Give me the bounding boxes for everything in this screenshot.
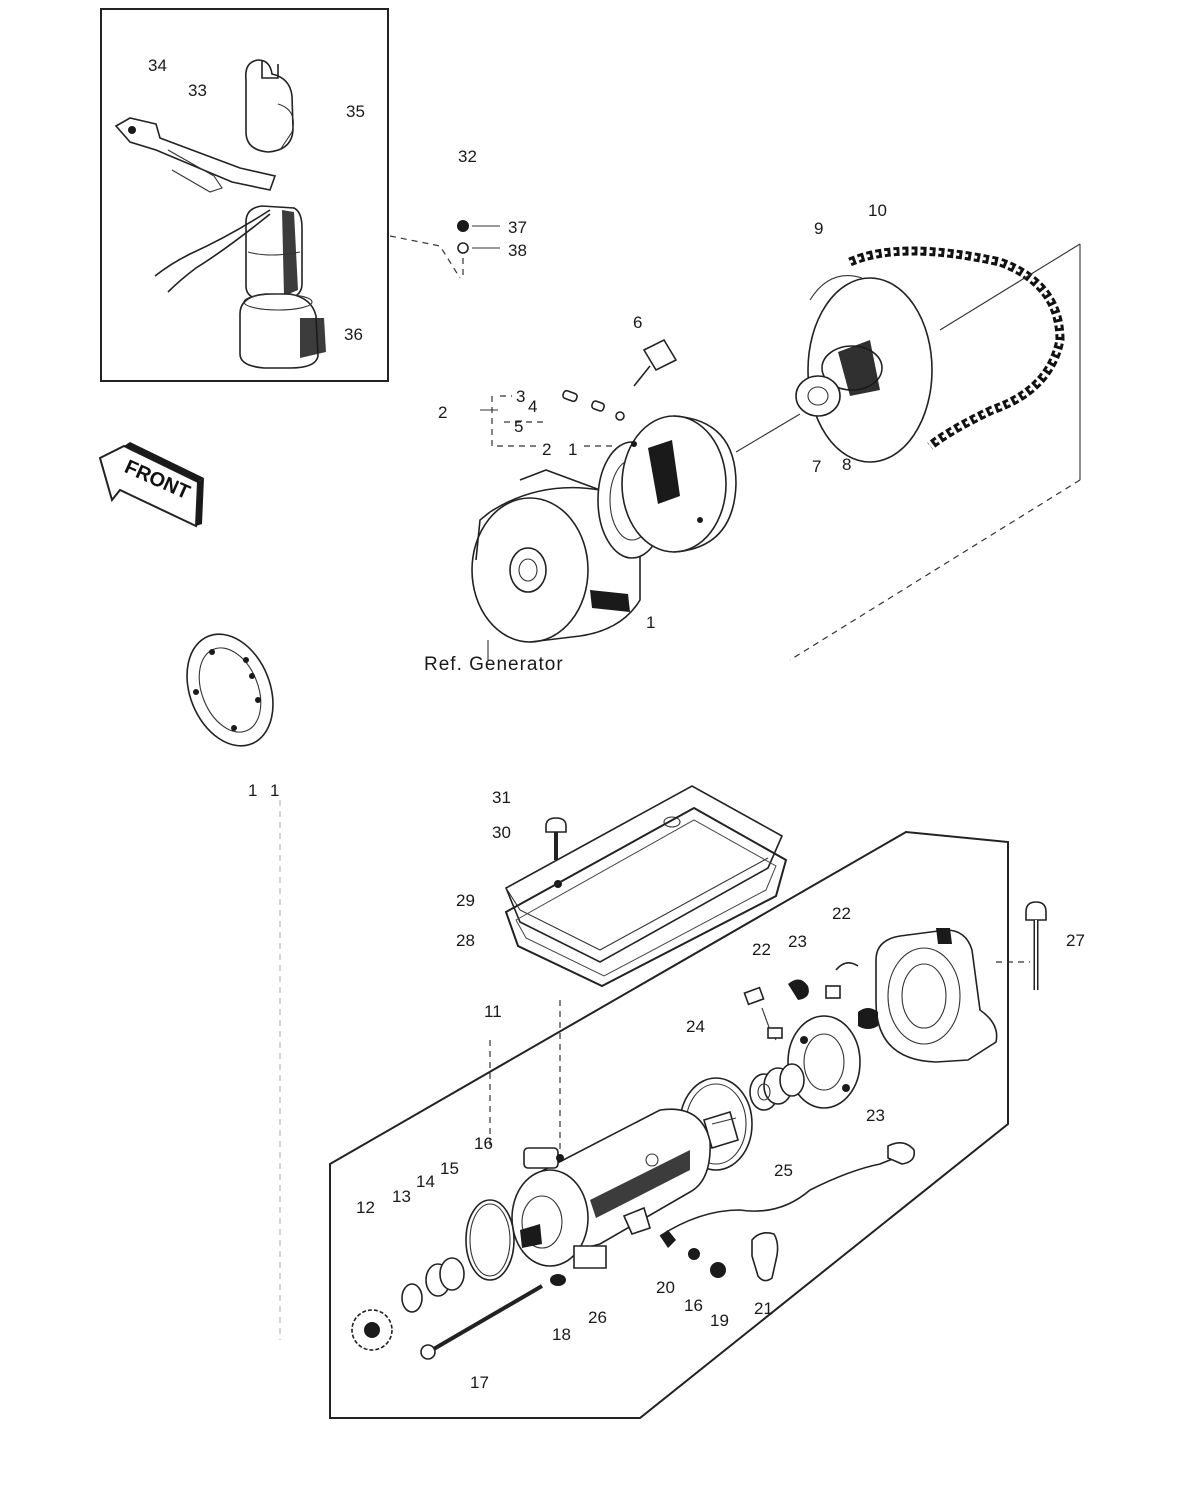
collar-part	[795, 375, 841, 417]
callout-1b: 1	[646, 613, 655, 632]
long-bolt-part	[1025, 901, 1047, 990]
callout-20: 20	[656, 1278, 675, 1297]
shim-washers-part	[749, 1063, 805, 1111]
callout-11: 11	[484, 1002, 502, 1021]
ref-generator-label: Ref. Generator	[424, 654, 564, 675]
cover-bolt-part	[545, 817, 567, 833]
callout-3: 3	[516, 387, 525, 406]
callout-31: 31	[492, 788, 511, 807]
callout-35: 35	[346, 102, 365, 121]
starter-clutch-assembly	[471, 338, 801, 660]
callout-38: 38	[508, 241, 527, 260]
callout-15: 15	[440, 1159, 459, 1178]
callout-30: 30	[492, 823, 511, 842]
callout-27: 27	[1066, 931, 1085, 950]
callout-6: 6	[633, 313, 642, 332]
callout-10: 10	[868, 201, 887, 220]
callout-21: 21	[754, 1299, 773, 1318]
washer-part	[457, 242, 469, 254]
bolt-washer-part	[550, 1274, 566, 1286]
brush-holder-group	[743, 962, 861, 1109]
callout-13: 13	[392, 1187, 411, 1206]
terminal-cap-part	[751, 1232, 779, 1282]
switch-bracket-part	[114, 117, 277, 191]
callout-25: 25	[774, 1161, 793, 1180]
callout-23a: 23	[788, 932, 807, 951]
callout-34: 34	[148, 56, 167, 75]
callout-5: 5	[514, 417, 523, 436]
callout-2a: 2	[438, 403, 447, 422]
callout-33: 33	[188, 81, 207, 100]
callout-19: 19	[710, 1311, 729, 1330]
callout-labels: 34 33 35 32 36 37 38 9 10 6 2 3 4 5 2 1 …	[148, 56, 1085, 1392]
starter-motor-part	[511, 1108, 739, 1269]
sprocket-chain-group	[789, 243, 1081, 661]
front-arrow-icon: FRONT	[98, 442, 204, 528]
callout-4: 4	[528, 397, 537, 416]
callout-29: 29	[456, 891, 475, 910]
callout-23b: 23	[866, 1106, 885, 1125]
callout-22b: 22	[752, 940, 771, 959]
cover-gasket-part	[504, 806, 788, 988]
starter-cover-part	[504, 785, 784, 963]
o-ring-front-part	[465, 1199, 515, 1281]
starter-cable-part	[659, 1155, 901, 1237]
callout-16a: 16	[474, 1134, 493, 1153]
brush-part	[743, 986, 765, 1006]
cable-terminal-part	[887, 1142, 916, 1165]
drive-chain-part	[848, 246, 1065, 450]
bolt-part	[642, 338, 678, 372]
callout-7: 7	[812, 457, 821, 476]
end-cover-part	[858, 928, 1030, 1063]
terminal-nut-part	[688, 1248, 700, 1260]
callout-12: 12	[356, 1198, 375, 1217]
gasket-part	[186, 633, 274, 747]
callout-16b: 16	[684, 1296, 703, 1315]
through-bolt-part	[420, 1284, 544, 1360]
callout-1d: 1	[270, 781, 279, 800]
terminal-nut-2-part	[710, 1262, 726, 1278]
starter-frame	[329, 830, 1009, 1419]
callout-9: 9	[814, 219, 823, 238]
callout-24: 24	[686, 1017, 705, 1036]
callout-1a: 1	[568, 440, 577, 459]
callout-8: 8	[842, 455, 851, 474]
callout-37: 37	[508, 218, 527, 237]
relay-cover-part	[244, 59, 294, 153]
callout-28: 28	[456, 931, 475, 950]
callout-32: 32	[458, 147, 477, 166]
callout-26: 26	[588, 1308, 607, 1327]
starter-cover-group	[504, 785, 788, 988]
callout-22a: 22	[832, 904, 851, 923]
callout-2b: 2	[542, 440, 551, 459]
nut-part	[457, 220, 469, 232]
inset-frame	[100, 8, 389, 382]
callout-18: 18	[552, 1325, 571, 1344]
starter-pinion-part	[351, 1309, 393, 1351]
callout-14: 14	[416, 1172, 435, 1191]
inset-switch-group	[100, 8, 461, 382]
callout-1c: 1	[248, 781, 257, 800]
nut-washer-group	[457, 220, 500, 280]
callout-17: 17	[470, 1373, 489, 1392]
front-shims-part	[401, 1257, 465, 1313]
callout-36: 36	[344, 325, 363, 344]
brush-spring-part	[788, 979, 809, 1000]
